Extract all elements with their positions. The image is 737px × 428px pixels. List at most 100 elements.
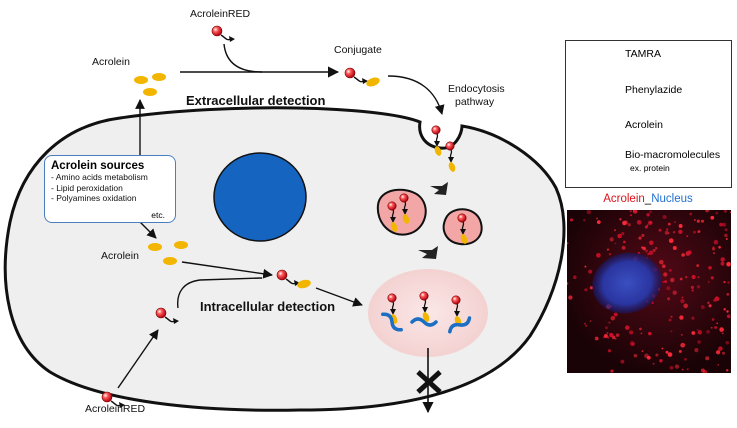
stain-dot	[629, 341, 635, 346]
stain-dot	[726, 310, 729, 313]
stain-dot	[658, 228, 662, 232]
stain-dot	[697, 230, 701, 233]
legend-phenylazide-label: Phenylazide	[625, 84, 683, 96]
stain-dot	[672, 290, 677, 295]
stain-dot	[720, 257, 725, 262]
stain-dot	[672, 246, 677, 250]
stain-dot	[723, 307, 727, 311]
stain-dot	[652, 248, 656, 252]
stain-dot	[680, 299, 685, 304]
stain-dot	[696, 264, 700, 268]
arrow-probe-merge	[223, 43, 263, 73]
stain-dot	[680, 333, 683, 336]
protein-complex-1	[381, 293, 403, 332]
stain-dot	[691, 331, 696, 335]
legend-tamra-label: TAMRA	[625, 48, 661, 60]
stain-dot	[674, 221, 676, 223]
stain-dot	[630, 214, 632, 217]
cell-membrane	[3, 106, 566, 412]
stain-dot	[665, 228, 669, 231]
stain-dot	[691, 274, 696, 280]
stain-dot	[603, 334, 608, 338]
stain-dot	[714, 326, 718, 329]
stain-dot	[683, 303, 689, 309]
stain-dot	[700, 368, 705, 373]
stain-dot	[648, 331, 652, 336]
stain-dot	[694, 219, 696, 221]
stain-dot	[685, 275, 688, 279]
stain-dot	[621, 245, 626, 250]
arrow-intracellular-conj	[181, 261, 273, 279]
stain-dot	[723, 210, 727, 213]
conjugate-probe	[344, 67, 380, 87]
stain-dot	[609, 332, 614, 338]
stain-dot	[697, 340, 701, 344]
stain-dot	[629, 210, 632, 213]
stain-dot	[610, 315, 616, 321]
label-intracellular-detection: Intracellular detection	[200, 299, 336, 314]
label-pathway: pathway	[455, 96, 495, 108]
stain-dot	[706, 329, 710, 334]
stain-dot	[613, 312, 618, 317]
stain-dot	[572, 275, 577, 280]
stain-dot	[684, 357, 687, 361]
stain-dot	[607, 248, 610, 251]
stain-dot	[721, 332, 724, 335]
stain-dot	[724, 228, 728, 232]
stain-dot	[640, 332, 643, 335]
acrolein-int-1	[148, 243, 162, 251]
intracellular-zone	[368, 269, 488, 357]
stain-dot	[606, 332, 609, 334]
acrolein-int-3	[163, 257, 177, 265]
stain-dot	[664, 280, 667, 283]
stain-dot	[608, 321, 611, 324]
stain-dot	[700, 305, 705, 310]
stain-dot	[604, 326, 608, 330]
block-arrow-2	[418, 246, 438, 259]
stain-dot	[711, 318, 715, 321]
stain-dot	[648, 250, 654, 256]
stain-dot	[641, 246, 644, 249]
stain-dot	[678, 229, 683, 234]
stain-dot	[715, 350, 721, 355]
stain-dot	[655, 353, 659, 357]
block-arrow-1	[430, 182, 448, 195]
stain-dot	[716, 322, 718, 325]
stain-dot	[567, 242, 569, 245]
legend-biomacro-label: Bio-macromolecules	[625, 149, 721, 161]
stain-dot	[596, 220, 601, 224]
stain-dot	[681, 253, 685, 257]
micrograph-title-sep: _	[644, 193, 652, 205]
stain-dot	[678, 349, 682, 353]
micrograph-title: Acrolein_Nucleus	[568, 193, 728, 205]
stain-dot	[670, 277, 675, 283]
stain-dot	[713, 239, 719, 245]
micrograph-svg	[567, 210, 731, 373]
stain-dot	[647, 252, 650, 256]
stain-dot	[615, 333, 620, 337]
micrograph-title-acrolein: Acrolein	[603, 193, 645, 205]
stain-dot	[720, 261, 725, 266]
stain-dot	[708, 265, 712, 270]
stain-dot	[679, 277, 683, 281]
acrolein-ext-2	[152, 73, 166, 81]
stain-dot	[669, 269, 672, 272]
stain-dot	[672, 231, 676, 234]
stain-dot	[644, 225, 648, 229]
stain-dot	[649, 210, 652, 214]
stain-dot	[707, 280, 710, 283]
protein-complex-3	[448, 295, 472, 334]
stain-dot	[644, 353, 649, 359]
nucleus	[213, 152, 307, 242]
stain-dot	[614, 242, 617, 245]
stain-dot	[610, 369, 614, 373]
stain-dot	[596, 252, 601, 258]
arrow-bottom-up	[117, 329, 159, 389]
stain-dot	[646, 213, 650, 217]
stain-dot	[690, 285, 695, 290]
stain-dot	[617, 233, 622, 239]
stain-dot	[726, 293, 730, 296]
stain-dot	[633, 353, 638, 358]
acrolein-sources-box: Acrolein sources - Amino acids metabolis…	[44, 155, 176, 223]
stain-dot	[620, 359, 625, 364]
